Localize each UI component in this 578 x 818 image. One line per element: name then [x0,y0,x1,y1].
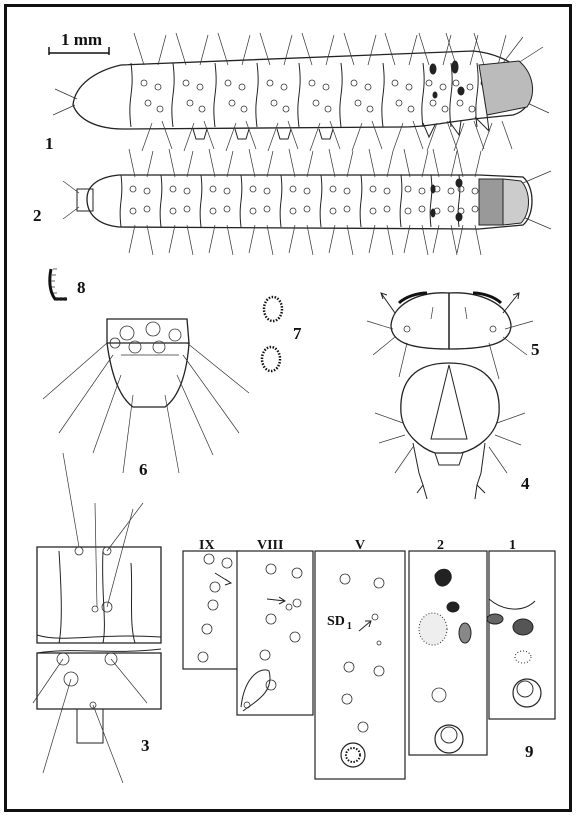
panel-label-ix: IX [199,538,215,553]
scale-bar: 1 mm [48,30,110,55]
scale-bar-label: 1 mm [61,30,102,49]
anal-plate: 6 [42,318,250,479]
figure-label-2: 2 [33,206,42,225]
panel-label-1: 1 [509,538,516,553]
panel-label-2: 2 [437,538,444,553]
figure-label-6: 6 [139,460,148,479]
panel-thoracic-2 [408,550,488,756]
panel-segment-v [314,550,406,780]
head-dorsal-view: 5 [366,291,540,380]
figure-label-5: 5 [531,340,540,359]
spiracles-detail: 7 [260,295,302,373]
larva-lateral-view: 1 [45,32,550,153]
head-frontal-view: 4 [374,362,530,500]
figure-label-9: 9 [525,742,534,761]
illustration-plate: 1 mm 1 2 [32,30,556,784]
panel-label-v: V [355,538,365,553]
segment-chaetotaxy: 3 [32,452,162,784]
panel-label-viii: VIII [257,538,283,553]
figure-label-7: 7 [293,324,302,343]
figure-label-4: 4 [521,474,530,493]
figure-label-3: 3 [141,736,150,755]
figure-label-1: 1 [45,134,54,153]
larva-dorsal-view: 2 [33,148,552,256]
figure-label-8: 8 [77,278,86,297]
crochets-detail: 8 [48,268,86,301]
plate-frame: 1 mm 1 2 [4,4,572,812]
